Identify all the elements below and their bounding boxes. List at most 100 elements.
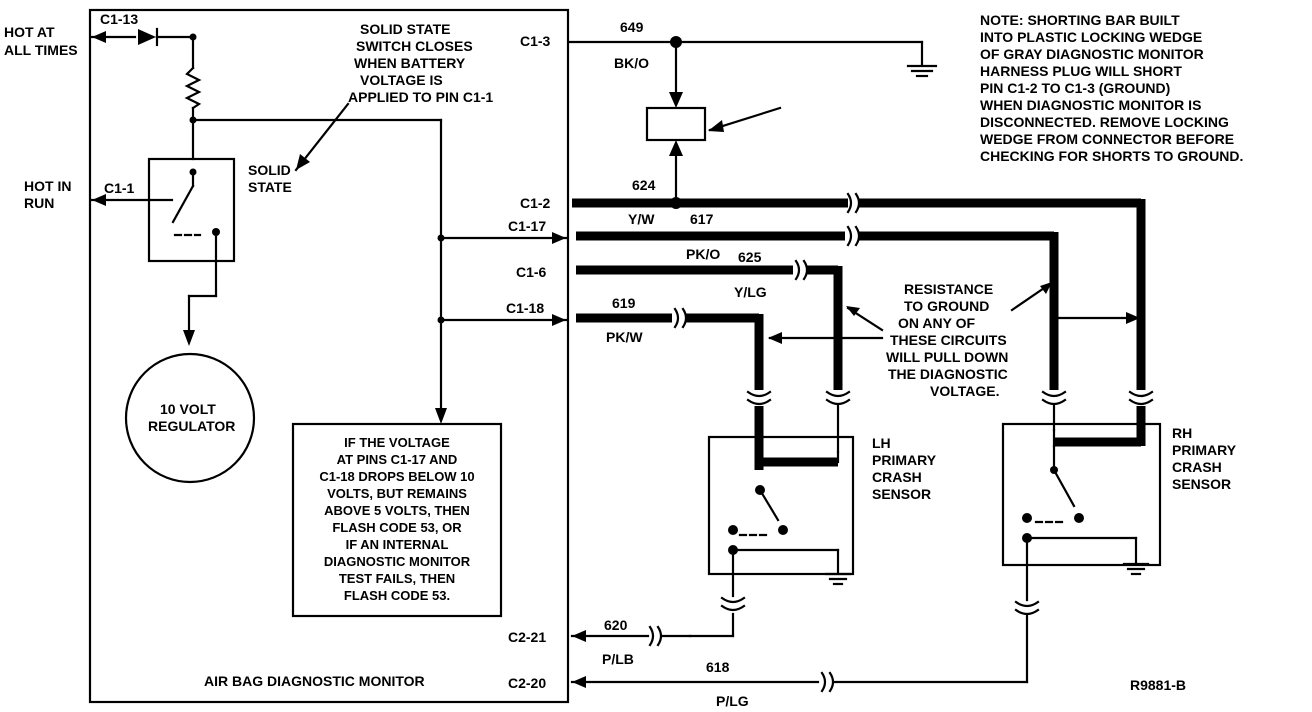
hot-in-run-line1: HOT IN bbox=[24, 178, 71, 194]
flash-code-note: IF THE VOLTAGE AT PINS C1-17 AND C1-18 D… bbox=[319, 435, 474, 603]
wire-y-w-label: Y/W bbox=[628, 211, 655, 227]
circuit-618 bbox=[570, 671, 1029, 693]
diagnostic-monitor-box bbox=[88, 8, 570, 704]
svg-text:CRASH: CRASH bbox=[1172, 459, 1222, 475]
svg-text:NOTE: SHORTING BAR BUILT: NOTE: SHORTING BAR BUILT bbox=[980, 12, 1180, 28]
svg-text:RESISTANCE: RESISTANCE bbox=[904, 281, 993, 297]
svg-text:WILL PULL DOWN: WILL PULL DOWN bbox=[886, 349, 1008, 365]
circuit-620 bbox=[570, 625, 692, 647]
wire-p-lb-label: P/LB bbox=[602, 651, 634, 667]
svg-text:ABOVE 5 VOLTS, THEN: ABOVE 5 VOLTS, THEN bbox=[324, 503, 470, 518]
wire-620-label: 620 bbox=[604, 617, 628, 633]
wire-bk-o-label: BK/O bbox=[614, 55, 649, 71]
svg-text:IF AN INTERNAL: IF AN INTERNAL bbox=[346, 537, 449, 552]
solid-state-line1: SOLID bbox=[248, 162, 291, 178]
svg-text:LH: LH bbox=[872, 435, 891, 451]
rh-sensor-box bbox=[1001, 422, 1162, 567]
wire-649-label: 649 bbox=[620, 19, 644, 35]
svg-text:PIN C1-2 TO C1-3 (GROUND): PIN C1-2 TO C1-3 (GROUND) bbox=[980, 80, 1170, 96]
svg-text:VOLTS, BUT REMAINS: VOLTS, BUT REMAINS bbox=[327, 486, 467, 501]
svg-text:WEDGE FROM CONNECTOR BEFORE: WEDGE FROM CONNECTOR BEFORE bbox=[980, 131, 1234, 147]
svg-text:ON ANY OF: ON ANY OF bbox=[898, 315, 975, 331]
svg-text:DISCONNECTED. REMOVE LOCKING: DISCONNECTED. REMOVE LOCKING bbox=[980, 114, 1229, 130]
wire-624-label: 624 bbox=[632, 177, 656, 193]
pin-c1-6: C1-6 bbox=[516, 264, 547, 280]
svg-text:VOLTAGE.: VOLTAGE. bbox=[930, 383, 999, 399]
flash-code-note-box bbox=[291, 422, 503, 618]
rh-sensor-internal bbox=[1014, 428, 1150, 684]
svg-text:FLASH CODE 53, OR: FLASH CODE 53, OR bbox=[332, 520, 462, 535]
hot-at-all-times-line2: ALL TIMES bbox=[4, 42, 78, 58]
svg-text:THE DIAGNOSTIC: THE DIAGNOSTIC bbox=[888, 366, 1008, 382]
svg-text:SENSOR: SENSOR bbox=[1172, 476, 1231, 492]
svg-text:CHECKING FOR SHORTS TO GROUND.: CHECKING FOR SHORTS TO GROUND. bbox=[980, 148, 1243, 164]
regulator-line2: REGULATOR bbox=[148, 418, 235, 434]
lh-sensor-internal bbox=[688, 450, 852, 638]
circuit-617 bbox=[576, 225, 1059, 390]
hot-in-run-line2: RUN bbox=[24, 195, 54, 211]
svg-text:CRASH: CRASH bbox=[872, 469, 922, 485]
pin-c1-13: C1-13 bbox=[100, 11, 138, 27]
lh-sensor-label: LH PRIMARY CRASH SENSOR bbox=[872, 435, 937, 502]
wire-pk-w-label: PK/W bbox=[606, 329, 643, 345]
wire-p-lg-label: P/LG bbox=[716, 693, 749, 709]
pin-c1-1: C1-1 bbox=[104, 180, 135, 196]
figure-id: R9881-B bbox=[1130, 677, 1186, 693]
wire-pk-o-label: PK/O bbox=[686, 246, 720, 262]
svg-text:PRIMARY: PRIMARY bbox=[872, 452, 937, 468]
solid-state-line2: STATE bbox=[248, 179, 292, 195]
resistance-arrows bbox=[768, 282, 1140, 344]
svg-text:TO GROUND: TO GROUND bbox=[904, 298, 989, 314]
regulator-circle bbox=[124, 352, 256, 484]
svg-text:THESE CIRCUITS: THESE CIRCUITS bbox=[890, 332, 1007, 348]
svg-text:IF THE VOLTAGE: IF THE VOLTAGE bbox=[344, 435, 450, 450]
svg-text:INTO PLASTIC LOCKING WEDGE: INTO PLASTIC LOCKING WEDGE bbox=[980, 29, 1202, 45]
resistor-symbol bbox=[184, 66, 202, 110]
svg-text:APPLIED TO PIN C1-1: APPLIED TO PIN C1-1 bbox=[348, 89, 493, 105]
svg-text:RH: RH bbox=[1172, 425, 1192, 441]
svg-text:PRIMARY: PRIMARY bbox=[1172, 442, 1237, 458]
power-feed bbox=[90, 27, 568, 424]
circuit-625 bbox=[576, 259, 843, 390]
solid-state-switch bbox=[90, 102, 350, 346]
svg-text:WHEN BATTERY: WHEN BATTERY bbox=[354, 55, 466, 71]
pin-c1-3: C1-3 bbox=[520, 33, 551, 49]
pin-c1-17: C1-17 bbox=[508, 218, 546, 234]
monitor-title: AIR BAG DIAGNOSTIC MONITOR bbox=[204, 673, 425, 689]
svg-text:OF GRAY DIAGNOSTIC MONITOR: OF GRAY DIAGNOSTIC MONITOR bbox=[980, 46, 1204, 62]
resistance-note: RESISTANCE TO GROUND ON ANY OF THESE CIR… bbox=[886, 281, 1008, 399]
svg-text:SOLID STATE: SOLID STATE bbox=[360, 21, 450, 37]
pin-c1-18: C1-18 bbox=[506, 300, 544, 316]
regulator-line1: 10 VOLT bbox=[160, 401, 216, 417]
rh-sensor-label: RH PRIMARY CRASH SENSOR bbox=[1172, 425, 1237, 492]
svg-text:SENSOR: SENSOR bbox=[872, 486, 931, 502]
svg-text:VOLTAGE IS: VOLTAGE IS bbox=[360, 72, 443, 88]
pin-c2-21: C2-21 bbox=[508, 629, 546, 645]
svg-text:TEST FAILS, THEN: TEST FAILS, THEN bbox=[339, 571, 455, 586]
svg-text:C1-18 DROPS BELOW 10: C1-18 DROPS BELOW 10 bbox=[319, 469, 474, 484]
hot-at-all-times-line1: HOT AT bbox=[4, 24, 55, 40]
wire-y-lg-label: Y/LG bbox=[734, 284, 767, 300]
pin-c2-20: C2-20 bbox=[508, 675, 546, 691]
circuit-619 bbox=[576, 307, 764, 390]
pin-c1-2: C1-2 bbox=[520, 195, 551, 211]
svg-text:HARNESS PLUG WILL SHORT: HARNESS PLUG WILL SHORT bbox=[980, 63, 1182, 79]
circuit-649 bbox=[568, 36, 938, 108]
svg-text:FLASH CODE 53.: FLASH CODE 53. bbox=[344, 588, 450, 603]
shorting-bar-box bbox=[645, 106, 707, 142]
wire-619-label: 619 bbox=[612, 295, 636, 311]
lh-sensor-box bbox=[707, 435, 855, 576]
svg-text:DIAGNOSTIC MONITOR: DIAGNOSTIC MONITOR bbox=[324, 554, 471, 569]
wire-618-label: 618 bbox=[706, 659, 730, 675]
svg-text:SWITCH CLOSES: SWITCH CLOSES bbox=[356, 38, 473, 54]
wire-625-label: 625 bbox=[738, 249, 762, 265]
svg-text:AT PINS C1-17 AND: AT PINS C1-17 AND bbox=[337, 452, 458, 467]
wire-617-label: 617 bbox=[690, 211, 714, 227]
circuit-624 bbox=[572, 140, 1146, 390]
diode-symbol bbox=[138, 29, 156, 45]
svg-text:WHEN DIAGNOSTIC MONITOR IS: WHEN DIAGNOSTIC MONITOR IS bbox=[980, 97, 1201, 113]
shorting-bar-note: NOTE: SHORTING BAR BUILT INTO PLASTIC LO… bbox=[980, 12, 1243, 164]
switch-note: SOLID STATE SWITCH CLOSES WHEN BATTERY V… bbox=[348, 21, 493, 105]
